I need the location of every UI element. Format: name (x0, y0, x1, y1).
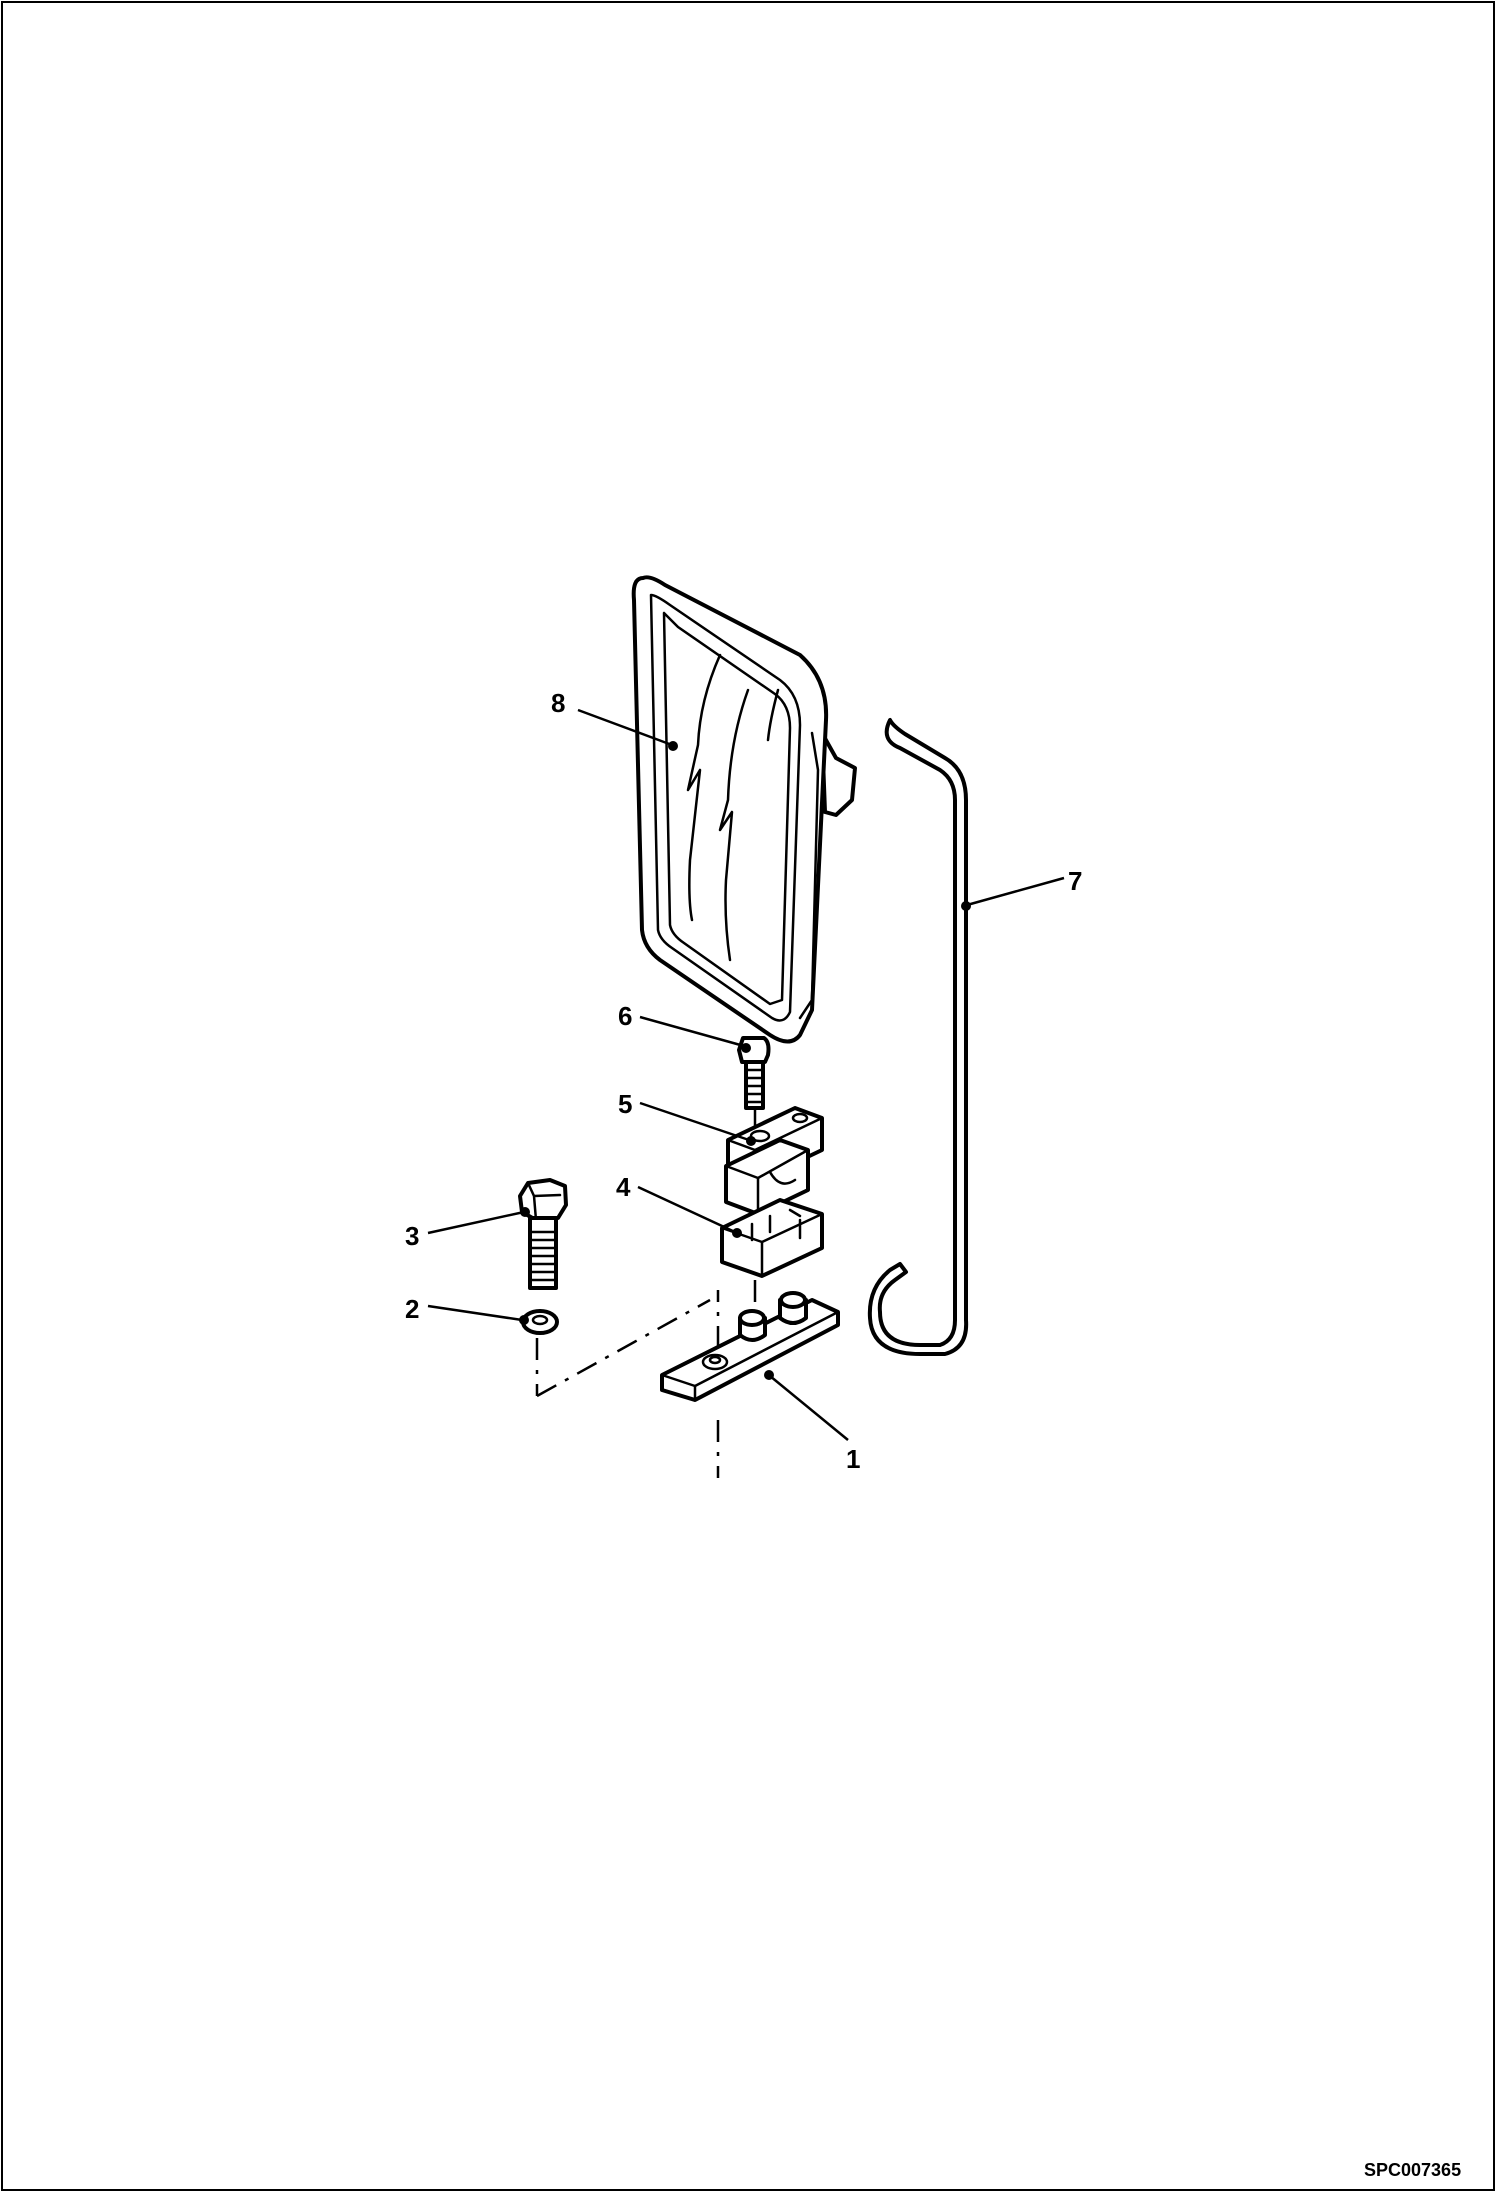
callout-8: 8 (551, 688, 565, 718)
lock-washer (521, 1298, 711, 1398)
upper-clamp-block (724, 1106, 824, 1238)
callout-7: 7 (1068, 866, 1082, 896)
callout-6: 6 (618, 1001, 632, 1031)
callout-4: 4 (616, 1172, 631, 1202)
mirror-support-rod (867, 718, 969, 1356)
mirror-head (631, 575, 857, 1044)
callout-labels: 8 7 6 5 4 3 2 1 (405, 688, 1082, 1474)
callout-3: 3 (405, 1221, 419, 1251)
base-plate (660, 1290, 840, 1478)
reference-code: SPC007365 (1364, 2160, 1461, 2180)
leader-lines (427, 708, 1065, 1441)
lower-clamp-block (720, 1198, 824, 1310)
callout-2: 2 (405, 1294, 419, 1324)
callout-1: 1 (846, 1444, 860, 1474)
callout-5: 5 (618, 1089, 632, 1119)
large-bolt (518, 1178, 568, 1290)
